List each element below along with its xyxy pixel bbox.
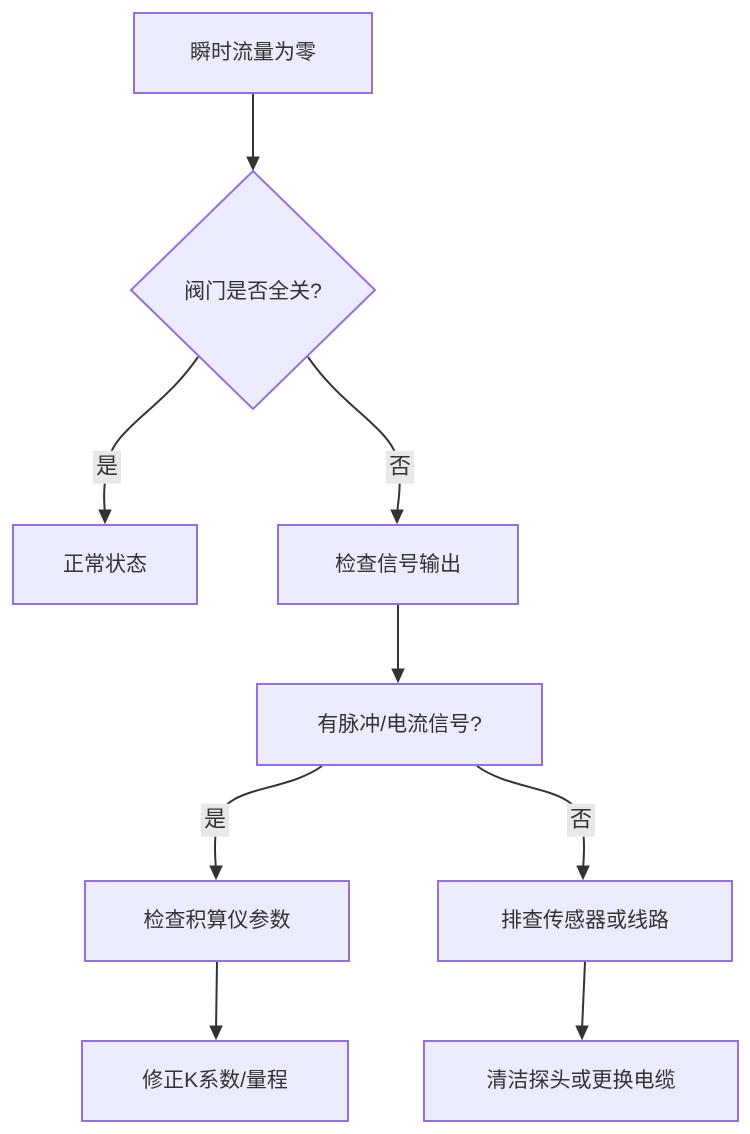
arrowhead-valve-question (246, 156, 260, 172)
edge-label-signal-no: 否 (566, 803, 596, 837)
edge-label-signal-yes: 是 (200, 803, 230, 837)
edge-label-valve-no: 否 (385, 450, 415, 484)
arrowhead-check-sensor (576, 865, 590, 881)
node-normal-label: 正常状态 (63, 552, 147, 576)
node-clean-probe: 清洁探头或更换电缆 (423, 1040, 739, 1122)
diamond-shape (129, 169, 377, 411)
arrowhead-check-signal (390, 509, 404, 525)
node-clean-probe-label: 清洁探头或更换电缆 (486, 1069, 676, 1093)
arrowhead-check-totalizer (209, 865, 223, 881)
node-check-totalizer-label: 检查积算仪参数 (143, 909, 291, 933)
arrowhead-normal (98, 509, 112, 525)
node-start: 瞬时流量为零 (133, 12, 373, 94)
arrowhead-clean-probe (575, 1025, 589, 1041)
node-check-signal-label: 检查信号输出 (335, 552, 461, 576)
node-signal-question: 有脉冲/电流信号? (256, 683, 543, 766)
edge-check-sensor-to-clean-probe (581, 961, 586, 1031)
node-fix-k-label: 修正K系数/量程 (142, 1069, 288, 1093)
edge-check-totalizer-to-fix-k (215, 961, 218, 1031)
node-check-signal: 检查信号输出 (277, 524, 519, 605)
node-signal-question-label: 有脉冲/电流信号? (317, 712, 482, 736)
node-valve-question-label: 阀门是否全关? (184, 280, 322, 303)
node-valve-question: 阀门是否全关? (129, 169, 377, 411)
node-check-sensor: 排查传感器或线路 (437, 880, 733, 962)
node-start-label: 瞬时流量为零 (190, 41, 316, 65)
edge-label-valve-yes: 是 (92, 450, 122, 484)
arrowhead-fix-k (209, 1025, 223, 1041)
node-check-totalizer: 检查积算仪参数 (84, 880, 350, 962)
node-check-sensor-label: 排查传感器或线路 (501, 909, 669, 933)
arrowhead-signal-question (391, 668, 405, 684)
node-fix-k: 修正K系数/量程 (81, 1040, 349, 1122)
edge-signal-question-to-check-totalizer (214, 765, 323, 871)
node-normal: 正常状态 (12, 524, 198, 605)
